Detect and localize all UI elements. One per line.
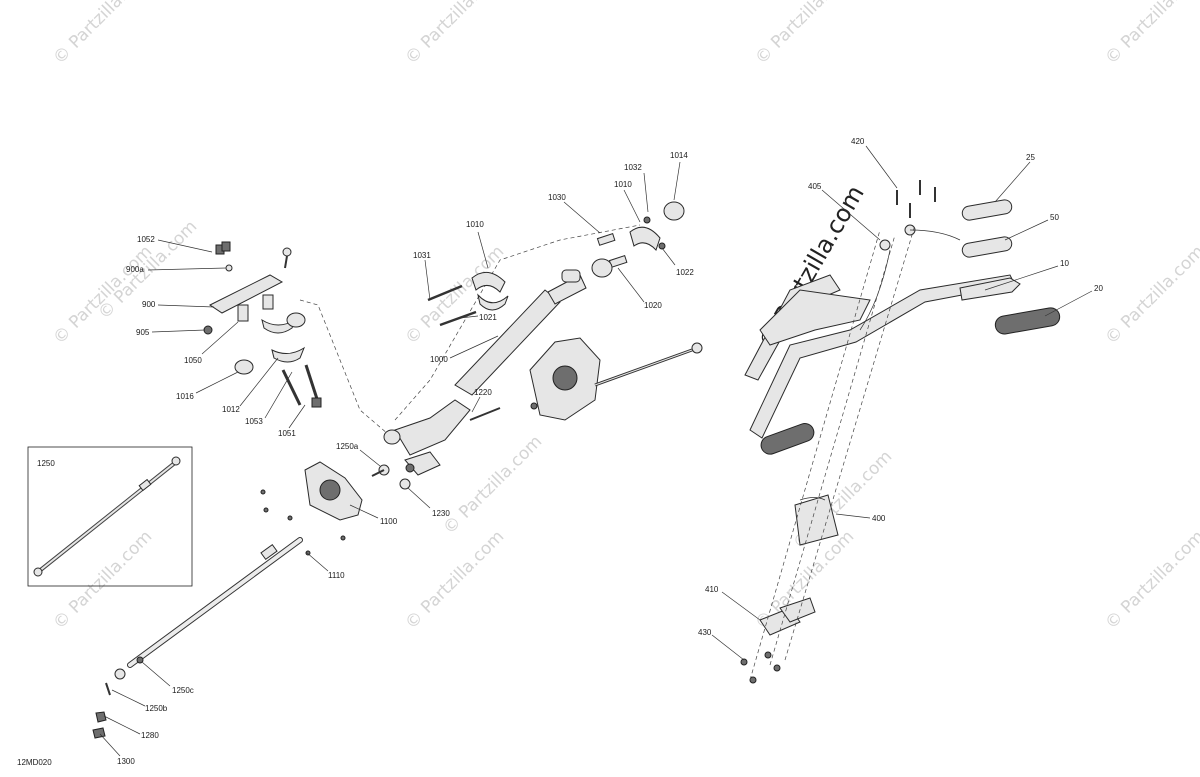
callout-label: 900 [142, 300, 156, 309]
callout-label: 1250c [172, 686, 194, 695]
callout-label: 1250b [145, 704, 168, 713]
tie-rod-lower [92, 537, 311, 739]
leader-lines [99, 145, 1093, 757]
callout-label: 420 [851, 137, 865, 146]
callout-label: 1230 [432, 509, 450, 518]
watermark: © Partzilla.com [401, 527, 508, 634]
diagram-code: 12MD020 [17, 758, 52, 767]
watermark: © Partzilla.com [751, 0, 858, 69]
watermark: © Partzilla.com [1101, 0, 1200, 69]
steering-support-assembly [203, 241, 396, 441]
callout-label: 900a [126, 265, 144, 274]
callout-label: 400 [872, 514, 886, 523]
callout-label: 1220 [474, 388, 492, 397]
callout-labels: 1052 900a 900 905 1050 1016 1012 1053 10… [117, 137, 1103, 766]
watermark: © Partzilla.com [49, 527, 156, 634]
callout-label: 25 [1026, 153, 1035, 162]
callout-label: 1051 [278, 429, 296, 438]
inset-label: 1250 [37, 459, 55, 468]
callout-label: 1014 [670, 151, 688, 160]
callout-label: 50 [1050, 213, 1059, 222]
callout-label: 1010 [614, 180, 632, 189]
callout-label: 1000 [430, 355, 448, 364]
callout-label: 1030 [548, 193, 566, 202]
callout-label: 20 [1094, 284, 1103, 293]
callout-label: 1022 [676, 268, 694, 277]
callout-label: 1300 [117, 757, 135, 766]
callout-label: 1016 [176, 392, 194, 401]
callout-label: 1031 [413, 251, 431, 260]
callout-label: 10 [1060, 259, 1069, 268]
callout-label: 1250a [336, 442, 359, 451]
callout-label: 1053 [245, 417, 263, 426]
callout-label: 1021 [479, 313, 497, 322]
watermark: © Partzilla.com [401, 0, 508, 69]
watermark: © Partzilla.com [49, 0, 156, 69]
callout-label: 1100 [380, 517, 398, 526]
callout-label: 1020 [644, 301, 662, 310]
gear-cover-assembly [260, 337, 703, 541]
callout-label: 410 [705, 585, 719, 594]
callout-label: 1032 [624, 163, 642, 172]
callout-label: 405 [808, 182, 822, 191]
watermark: © Partzilla.com [439, 432, 546, 539]
callout-label: 430 [698, 628, 712, 637]
callout-label: 1280 [141, 731, 159, 740]
callout-label: 1050 [184, 356, 202, 365]
callout-label: 1052 [137, 235, 155, 244]
steering-column [383, 224, 641, 490]
callout-label: 1012 [222, 405, 240, 414]
inset-box: 1250 [27, 446, 193, 587]
callout-label: 1010 [466, 220, 484, 229]
watermark: © Partzilla.com [1101, 242, 1200, 349]
callout-label: 905 [136, 328, 150, 337]
callout-label: 1110 [328, 571, 345, 580]
upper-clamp-assembly [427, 201, 685, 327]
handlebar-assembly [740, 180, 1061, 684]
watermark: © Partzilla.com [1101, 527, 1200, 634]
